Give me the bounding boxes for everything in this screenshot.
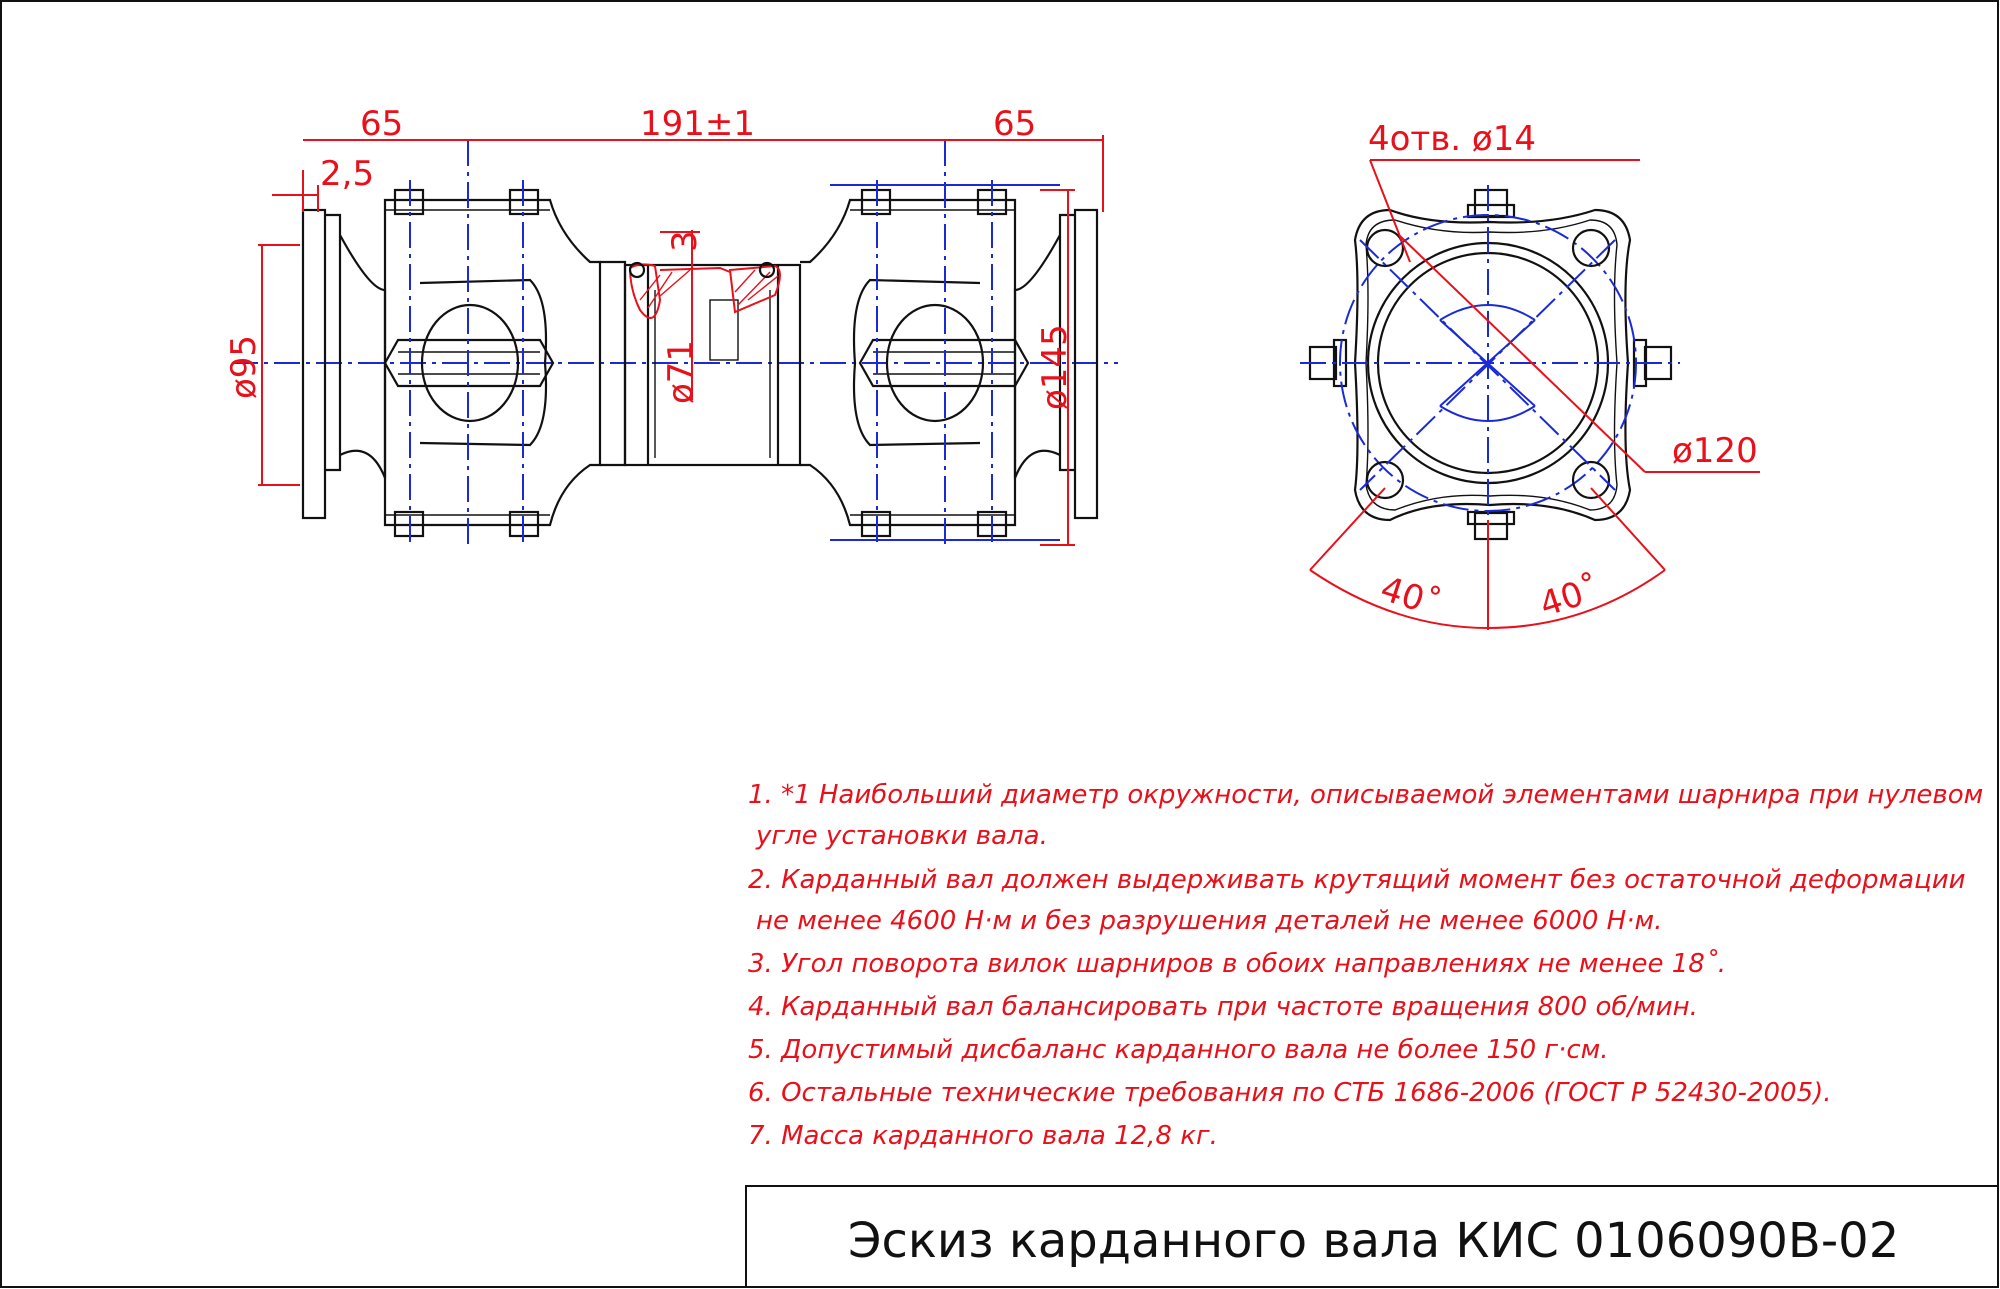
- dim-offset: 2,5: [320, 154, 374, 194]
- note-line: 5. Допустимый дисбаланс карданного вала …: [748, 1035, 1609, 1065]
- dim-dia-pipe: ø71: [661, 340, 701, 404]
- note-line: 6. Остальные технические требования по С…: [748, 1078, 1832, 1108]
- note-line: 2. Карданный вал должен выдерживать крут…: [748, 865, 1966, 895]
- note-line: 3. Угол поворота вилок шарниров в обоих …: [748, 949, 1726, 979]
- note-line: не менее 4600 Н·м и без разрушения детал…: [756, 906, 1662, 936]
- dim-len-center: 191±1: [640, 104, 755, 144]
- dim-swing-mark: 3: [665, 230, 705, 252]
- note-line: 1. *1 Наибольший диаметр окружности, опи…: [748, 780, 1983, 810]
- dim-angle-right: 40˚: [1535, 569, 1605, 626]
- drawing-title: Эскиз карданного вала КИС 0106090В-02: [848, 1213, 1899, 1269]
- side-view: 65 191±1 65 2,5 3 ø95 ø71 ø145: [224, 104, 1118, 548]
- dim-dia-swing: ø145: [1035, 324, 1075, 410]
- technical-notes: 1. *1 Наибольший диаметр окружности, опи…: [748, 780, 1983, 1151]
- dim-len-left: 65: [360, 104, 403, 144]
- title-block: Эскиз карданного вала КИС 0106090В-02: [745, 1185, 1999, 1288]
- dim-bolt-circle: ø120: [1672, 431, 1758, 471]
- end-view: 4отв. ø14 ø120 40˚ 40˚: [1300, 119, 1760, 630]
- dim-angle-left: 40˚: [1376, 569, 1446, 626]
- dim-len-right: 65: [993, 104, 1036, 144]
- dim-dia-flange: ø95: [224, 335, 264, 399]
- note-line: 4. Карданный вал балансировать при часто…: [748, 992, 1698, 1022]
- note-line: 7. Масса карданного вала 12,8 кг.: [748, 1121, 1218, 1151]
- dim-holes: 4отв. ø14: [1368, 119, 1536, 159]
- note-line: угле установки вала.: [755, 821, 1048, 851]
